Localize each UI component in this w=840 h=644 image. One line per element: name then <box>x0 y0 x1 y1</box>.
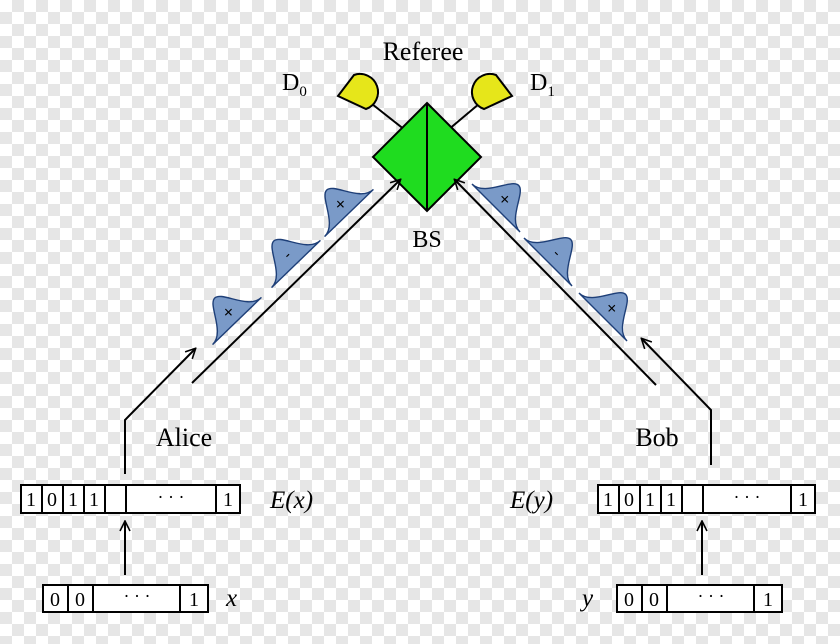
alice-encoded-label: E(x) <box>269 487 313 514</box>
register-cell: 1 <box>798 489 808 511</box>
alice-pulse-2: - <box>248 216 322 289</box>
register-cell: 0 <box>75 589 85 611</box>
detector-d0 <box>336 72 379 111</box>
register-cell: 0 <box>47 489 57 511</box>
alice-input-register: 0 0 · · · 1 <box>42 584 209 613</box>
bob-encoded-register: 1 0 1 1 · · · 1 <box>597 484 816 514</box>
alice-label: Alice <box>156 423 212 452</box>
d0-label: D0 <box>282 70 307 100</box>
register-cell: 1 <box>645 489 655 511</box>
alice-pulse-1: + <box>189 273 263 346</box>
register-ellipsis: · · · <box>698 586 725 606</box>
register-ellipsis: · · · <box>734 487 761 507</box>
bob-input-register: 0 0 · · · 1 <box>616 584 783 613</box>
bob-pulse-3: + <box>471 160 544 233</box>
register-ellipsis: · · · <box>124 586 151 606</box>
alice-beam <box>191 180 400 384</box>
d1-label: D1 <box>530 70 555 100</box>
bob-label: Bob <box>635 423 678 452</box>
register-cell: 1 <box>189 589 199 611</box>
alice-transmit-arrow <box>124 349 195 474</box>
bob-encoded-label: E(y) <box>509 487 553 514</box>
bs-label: BS <box>412 227 441 253</box>
bob-beam <box>455 180 657 386</box>
register-cell: 1 <box>89 489 99 511</box>
register-cell: 1 <box>763 589 773 611</box>
register-ellipsis: · · · <box>158 487 185 507</box>
bob-pulse-2: - <box>523 214 596 287</box>
bob-input-label: y <box>579 585 594 612</box>
register-cell: 1 <box>666 489 676 511</box>
register-cell: 1 <box>603 489 613 511</box>
register-cell: 1 <box>223 489 233 511</box>
register-cell: 0 <box>50 589 60 611</box>
alice-pulse-3: + <box>301 165 375 238</box>
alice-input-label: x <box>225 585 237 612</box>
register-cell: 1 <box>68 489 78 511</box>
register-cell: 0 <box>624 489 634 511</box>
register-cell: 1 <box>26 489 36 511</box>
register-cell: 0 <box>624 589 634 611</box>
bob-transmit-arrow <box>642 339 712 465</box>
bob-pulse-1: + <box>578 269 651 342</box>
detector-d1 <box>471 72 514 111</box>
referee-label: Referee <box>383 37 464 66</box>
register-cell: 0 <box>649 589 659 611</box>
alice-encoded-register: 1 0 1 1 · · · 1 <box>20 484 241 514</box>
